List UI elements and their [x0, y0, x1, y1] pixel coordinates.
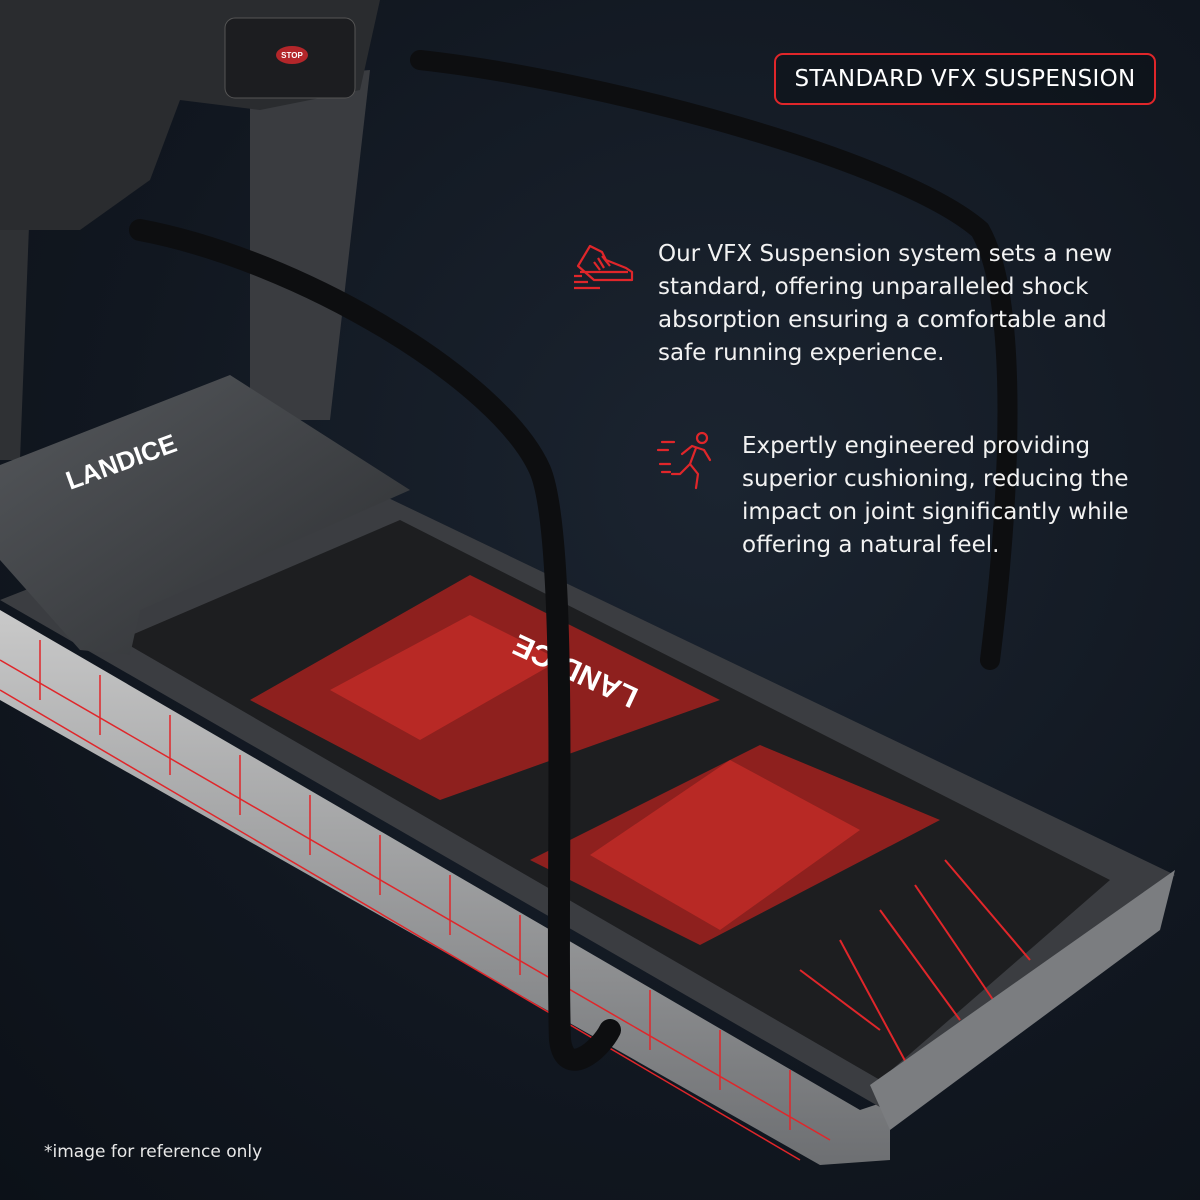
feature-text: Expertly engineered providing superior c… [742, 433, 1129, 558]
feature-cushioning: Expertly engineered providing superior c… [656, 430, 1142, 562]
end-cap [870, 870, 1175, 1130]
upright-post [250, 70, 370, 420]
motor-hood [0, 375, 410, 655]
handrail-right [410, 50, 1018, 670]
stop-button-label: STOP [281, 51, 303, 60]
feature-text: Our VFX Suspension system sets a new sta… [658, 241, 1113, 366]
section-badge: STANDARD VFX SUSPENSION [774, 53, 1156, 105]
stop-button [276, 46, 308, 64]
running-person-icon [656, 431, 712, 490]
suspension-zone-2-core [590, 760, 860, 930]
upright-post-left [0, 200, 30, 460]
rail-highlight-lines [0, 640, 831, 1161]
feature-shock-absorption: Our VFX Suspension system sets a new sta… [572, 238, 1138, 370]
deck-side-rail [0, 610, 890, 1165]
footnote: *image for reference only [44, 1142, 263, 1162]
running-shoe-icon [574, 244, 634, 290]
suspension-zone-1-core [330, 615, 560, 740]
handrail [129, 219, 621, 1071]
rear-roller-lines [799, 859, 1031, 1071]
